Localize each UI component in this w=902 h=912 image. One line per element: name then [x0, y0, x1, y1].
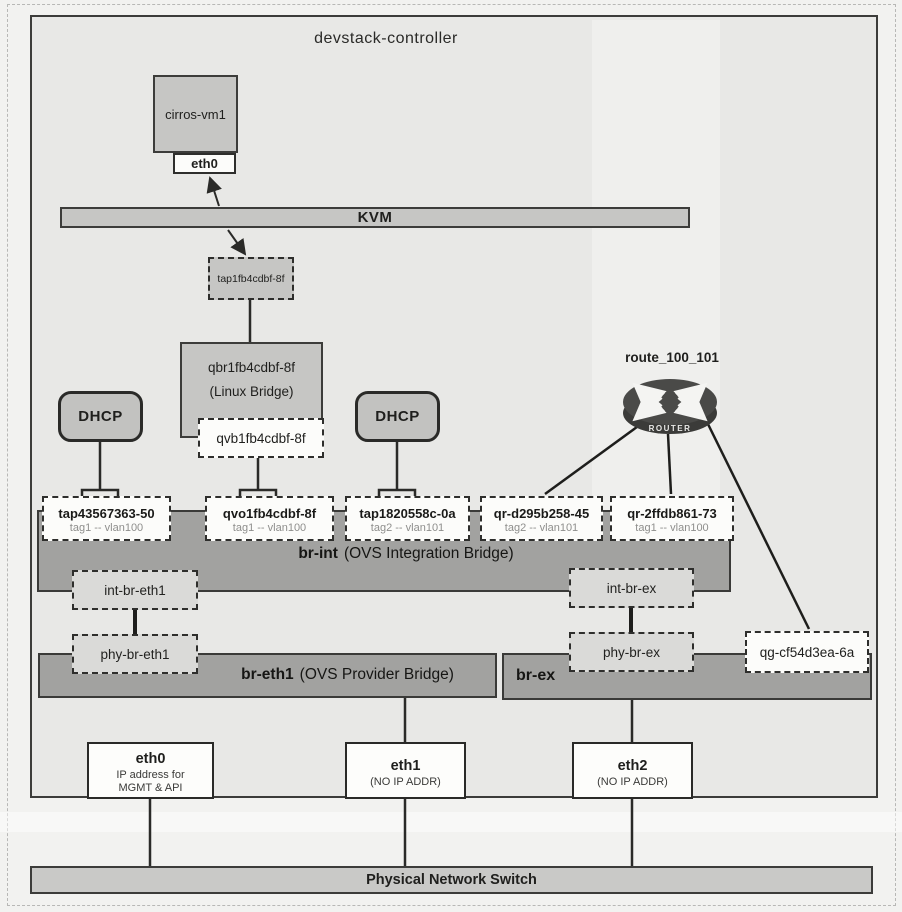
patch-label: int-br-ex	[606, 580, 657, 596]
port-vlan-tag: tag2 -- vlan101	[370, 521, 445, 534]
nic-eth1: eth1 (NO IP ADDR)	[345, 742, 466, 799]
physical-network-switch-bar: Physical Network Switch	[30, 866, 873, 894]
patch-label: phy-br-eth1	[100, 646, 170, 662]
port-vlan-tag: tag1 -- vlan100	[69, 521, 144, 534]
nic-name: eth0	[135, 751, 166, 767]
qvb-label: qvb1fb4cdbf-8f	[216, 430, 306, 446]
patch-label: phy-br-ex	[602, 644, 661, 660]
switch-label: Physical Network Switch	[366, 872, 537, 888]
port-vlan-tag: tag1 -- vlan100	[635, 521, 709, 534]
router-icon: ROUTER	[623, 379, 717, 434]
br-int-port-qr-d295b258: qr-d295b258-45 tag2 -- vlan101	[480, 496, 603, 541]
br-int-port-qvo1fb4cdbf: qvo1fb4cdbf-8f tag1 -- vlan100	[205, 496, 334, 541]
br-int-name: br-int	[298, 545, 338, 562]
kvm-label: KVM	[357, 209, 393, 226]
dhcp-agent-right: DHCP	[355, 391, 440, 442]
patch-phy-br-ex: phy-br-ex	[569, 632, 694, 672]
dhcp-agent-left: DHCP	[58, 391, 143, 442]
br-int-port-tap1820558c: tap1820558c-0a tag2 -- vlan101	[345, 496, 470, 541]
port-name: tap43567363-50	[58, 505, 155, 521]
br-eth1-desc: (OVS Provider Bridge)	[299, 666, 454, 683]
port-vlan-tag: tag2 -- vlan101	[504, 521, 579, 534]
qg-label: qg-cf54d3ea-6a	[759, 644, 855, 660]
nic-desc-line2: MGMT & API	[118, 782, 183, 794]
nic-name: eth1	[390, 757, 421, 774]
br-ex-label: br-ex	[516, 667, 556, 684]
nic-desc-line1: (NO IP ADDR)	[370, 775, 441, 788]
nic-desc-line1: IP address for	[116, 769, 185, 781]
qbr-name: qbr1fb4cdbf-8f	[207, 359, 296, 375]
patch-int-br-ex: int-br-ex	[569, 568, 694, 608]
vm-eth0-port: eth0	[173, 153, 236, 174]
br-int-port-qr-2ffdb861: qr-2ffdb861-73 tag1 -- vlan100	[610, 496, 734, 541]
tap-device-node: tap1fb4cdbf-8f	[208, 257, 294, 300]
patch-label: int-br-eth1	[104, 582, 166, 598]
br-int-port-tap43567363: tap43567363-50 tag1 -- vlan100	[42, 496, 171, 541]
br-int-label: br-int (OVS Integration Bridge)	[39, 545, 729, 563]
dhcp-right-label: DHCP	[375, 408, 420, 425]
br-eth1-label: br-eth1 (OVS Provider Bridge)	[40, 666, 495, 684]
port-name: qvo1fb4cdbf-8f	[222, 505, 317, 521]
nic-eth2: eth2 (NO IP ADDR)	[572, 742, 693, 799]
port-name: tap1820558c-0a	[359, 505, 456, 521]
qvb-port-node: qvb1fb4cdbf-8f	[198, 418, 324, 458]
nic-desc-line1: (NO IP ADDR)	[597, 775, 668, 788]
tap-device-label: tap1fb4cdbf-8f	[217, 272, 285, 285]
vm-node: cirros-vm1	[153, 75, 238, 153]
router-badge-text: ROUTER	[649, 424, 692, 433]
qg-port-node: qg-cf54d3ea-6a	[745, 631, 869, 673]
patch-phy-br-eth1: phy-br-eth1	[72, 634, 198, 674]
br-int-desc: (OVS Integration Bridge)	[343, 545, 514, 562]
vm-name: cirros-vm1	[165, 106, 226, 122]
scan-artifact-band	[0, 812, 902, 832]
patch-int-br-eth1: int-br-eth1	[72, 570, 198, 610]
dhcp-left-label: DHCP	[78, 408, 123, 425]
router-name: route_100_101	[625, 350, 719, 365]
br-eth1-name: br-eth1	[241, 666, 294, 683]
host-title: devstack-controller	[314, 30, 458, 47]
port-name: qr-d295b258-45	[493, 505, 590, 521]
port-name: qr-2ffdb861-73	[627, 505, 717, 521]
qbr-type: (Linux Bridge)	[209, 383, 294, 399]
port-vlan-tag: tag1 -- vlan100	[232, 521, 307, 534]
vm-eth0-label: eth0	[191, 156, 218, 171]
nic-name: eth2	[617, 757, 648, 774]
kvm-hypervisor-bar: KVM	[60, 207, 690, 228]
